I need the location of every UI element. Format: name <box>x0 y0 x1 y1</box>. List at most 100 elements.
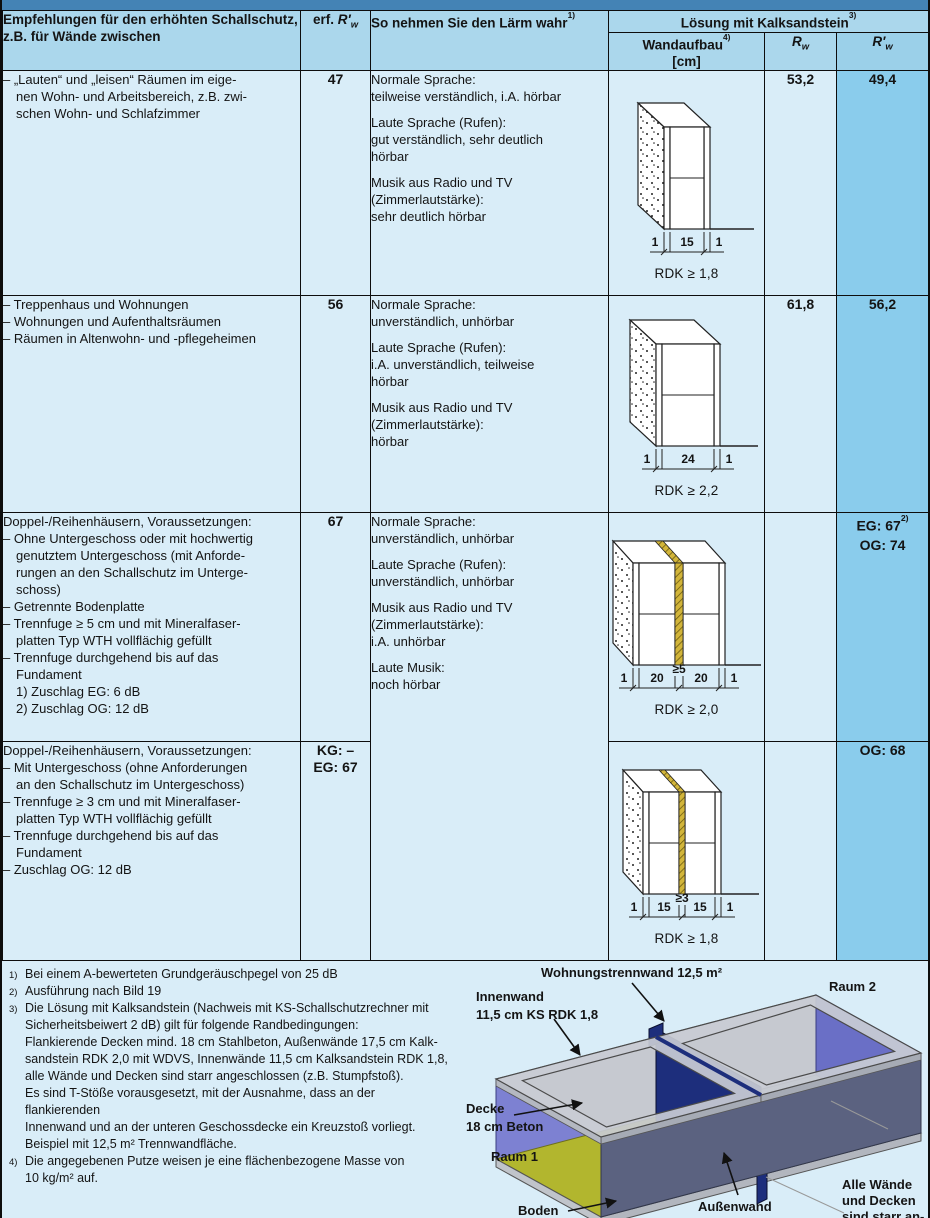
row4-recommendations: Doppel-/Reihenhäusern, Voraussetzungen: … <box>2 741 301 961</box>
room-axonometric-diagram: Wohnungstrennwand 12,5 m² Raum 2 Innenwa… <box>466 965 924 1218</box>
row3-4-perception: Normale Sprache: unverständlich, unhörba… <box>370 512 609 961</box>
dim-label: 1 <box>620 671 627 685</box>
label-note-line2: und Decken <box>842 1193 916 1208</box>
label-note-line1: Alle Wände <box>842 1177 912 1192</box>
row2-rw-value: 61,8 <box>764 295 837 513</box>
label-raum2: Raum 2 <box>829 979 876 994</box>
dim-label: 15 <box>657 900 671 914</box>
row3-wall-construction: 1 20 ≥5 20 1 RDK ≥ 2,0 <box>608 512 765 742</box>
header-perception-footnote-marker: 1) <box>567 10 575 21</box>
header-perception: So nehmen Sie den Lärm wahr1) <box>370 10 609 71</box>
dim-label: 1 <box>643 452 650 466</box>
row1-erf-value: 47 <box>300 70 371 296</box>
leader-line <box>765 1176 845 1214</box>
double-wall-diagram: 1 15 ≥3 15 1 <box>621 768 759 921</box>
row3-rw-strich-value: EG: 672) OG: 74 <box>835 512 928 742</box>
rws-line1: EG: 67 <box>856 517 901 534</box>
footnote-text: Bei einem A-bewerteten Grundgeräuschpege… <box>25 967 338 981</box>
footnote-text: Die Lösung mit Kalksandstein (Nachweis m… <box>25 1001 448 1151</box>
footnote-text: Die angegebenen Putze weisen je eine flä… <box>25 1154 405 1185</box>
footnote-2: 2) Ausführung nach Bild 19 <box>9 983 451 1000</box>
list-item: – Treppenhaus und Wohnungen <box>3 297 189 312</box>
dim-label: 20 <box>650 671 664 685</box>
label-boden-line1: Boden <box>518 1203 559 1218</box>
dim-label: 1 <box>726 900 733 914</box>
label-innenwand-line1: Innenwand <box>476 989 544 1004</box>
row1-rw-strich-value: 49,4 <box>835 70 928 296</box>
rdk-value: RDK ≥ 1,8 <box>654 266 719 281</box>
perception-paragraph: Musik aus Radio und TV (Zimmerlautstärke… <box>371 600 513 649</box>
list-intro: Doppel-/Reihenhäusern, Voraussetzungen: <box>3 514 252 529</box>
perception-paragraph: Musik aus Radio und TV (Zimmerlautstärke… <box>371 400 513 449</box>
label-raum1: Raum 1 <box>491 1149 538 1164</box>
perception-paragraph: Laute Sprache (Rufen): unverständlich, u… <box>371 557 515 589</box>
perception-paragraph: Laute Musik: noch hörbar <box>371 660 445 692</box>
dim-label: 15 <box>693 900 707 914</box>
list-item: – Trennfuge durchgehend bis auf das Fund… <box>3 650 219 682</box>
list-item: – Räumen in Altenwohn- und -pflegeheimen <box>3 331 256 346</box>
double-wall-diagram: 1 20 ≥5 20 1 <box>611 539 761 692</box>
header-solution-text: Lösung mit Kalksandstein <box>680 15 849 31</box>
rdk-value: RDK ≥ 2,2 <box>654 483 719 498</box>
list-item: – Ohne Untergeschoss oder mit hochwertig… <box>3 531 254 597</box>
trennwand-slab-joint <box>655 1035 762 1097</box>
row1-rw-value: 53,2 <box>764 70 837 296</box>
footnote-text: Ausführung nach Bild 19 <box>25 984 162 998</box>
footnote-marker: 3) <box>9 1004 18 1015</box>
row4-erf-value: KG: – EG: 67 <box>300 741 371 961</box>
list-item: – Getrennte Bodenplatte <box>3 599 145 614</box>
label-innenwand-line2: 11,5 cm KS RDK 1,8 <box>476 1007 598 1022</box>
dim-label: 1 <box>715 235 722 249</box>
dim-label: 15 <box>680 235 694 249</box>
header-wandaufbau-unit: [cm] <box>672 54 701 69</box>
arrow-decke <box>513 1099 584 1116</box>
list-item: – Trennfuge durchgehend bis auf das Fund… <box>3 828 219 860</box>
rdk-value: RDK ≥ 2,0 <box>654 702 719 717</box>
sound-insulation-table: Empfehlungen für den erhöhten Schallschu… <box>2 10 928 961</box>
list-subitem: 1) Zuschlag EG: 6 dB <box>16 684 141 699</box>
footnotes: 1) Bei einem A-bewerteten Grundgeräuschpe… <box>9 966 451 1187</box>
perception-paragraph: Laute Sprache (Rufen): gut verständlich,… <box>371 115 543 164</box>
header-wandaufbau-text: Wandaufbau <box>642 37 724 52</box>
arrow-boden <box>567 1197 618 1212</box>
perception-paragraph: Normale Sprache: unverständlich, unhörba… <box>371 297 515 329</box>
footnote-1: 1) Bei einem A-bewerteten Grundgeräuschpe… <box>9 966 451 983</box>
footnote-marker: 2) <box>9 987 18 998</box>
leader-line <box>830 1100 889 1130</box>
header-recommendations: Empfehlungen für den erhöhten Schallschu… <box>2 10 301 71</box>
rws-line2: OG: 74 <box>859 536 906 553</box>
label-note-line3: sind starr an- <box>842 1209 924 1218</box>
rdk-value: RDK ≥ 1,8 <box>654 931 719 946</box>
row4-rw-strich-value: OG: 68 <box>835 741 928 961</box>
dim-label: ≥3 <box>675 891 689 905</box>
top-color-band <box>2 0 928 10</box>
list-item: – „Lauten“ und „leisen“ Räumen im eige- … <box>3 72 247 121</box>
label-decke-line2: 18 cm Beton <box>466 1119 543 1134</box>
footnote-4: 4) Die angegebenen Putze weisen je eine f… <box>9 1153 451 1187</box>
row2-recommendations: – Treppenhaus und Wohnungen – Wohnungen … <box>2 295 301 513</box>
header-solution: Lösung mit Kalksandstein3) <box>607 10 928 33</box>
header-erf-rw: erf. R′w <box>300 10 371 71</box>
list-item: – Mit Untergeschoss (ohne Anforderungen … <box>3 760 248 792</box>
list-item: – Trennfuge ≥ 5 cm und mit Mineralfaser-… <box>3 616 241 648</box>
list-item: – Wohnungen und Aufenthaltsräumen <box>3 314 222 329</box>
header-perception-text: So nehmen Sie den Lärm wahr <box>371 15 568 31</box>
perception-paragraph: Normale Sprache: teilweise verständlich,… <box>371 72 562 104</box>
row2-perception: Normale Sprache: unverständlich, unhörba… <box>370 295 609 513</box>
perception-paragraph: Laute Sprache (Rufen): i.A. unverständli… <box>371 340 535 389</box>
header-wandaufbau-footnote-marker: 4) <box>723 31 731 42</box>
header-solution-footnote-marker: 3) <box>848 10 857 21</box>
footer-area: 1) Bei einem A-bewerteten Grundgeräuschpe… <box>2 961 928 1218</box>
rws-footnote-marker: 2) <box>900 513 909 524</box>
footnote-marker: 1) <box>9 970 18 981</box>
row3-rw-value <box>764 512 837 742</box>
single-wall-diagram: 1 15 1 <box>635 101 754 256</box>
row2-erf-value: 56 <box>300 295 371 513</box>
dim-label: 1 <box>651 235 658 249</box>
arrow-innenwand <box>553 1018 581 1056</box>
row2-rw-strich-value: 56,2 <box>835 295 928 513</box>
list-item: – Trennfuge ≥ 3 cm und mit Mineralfaser-… <box>3 794 241 826</box>
footnote-marker: 4) <box>9 1157 18 1168</box>
dim-label: 24 <box>681 452 695 466</box>
